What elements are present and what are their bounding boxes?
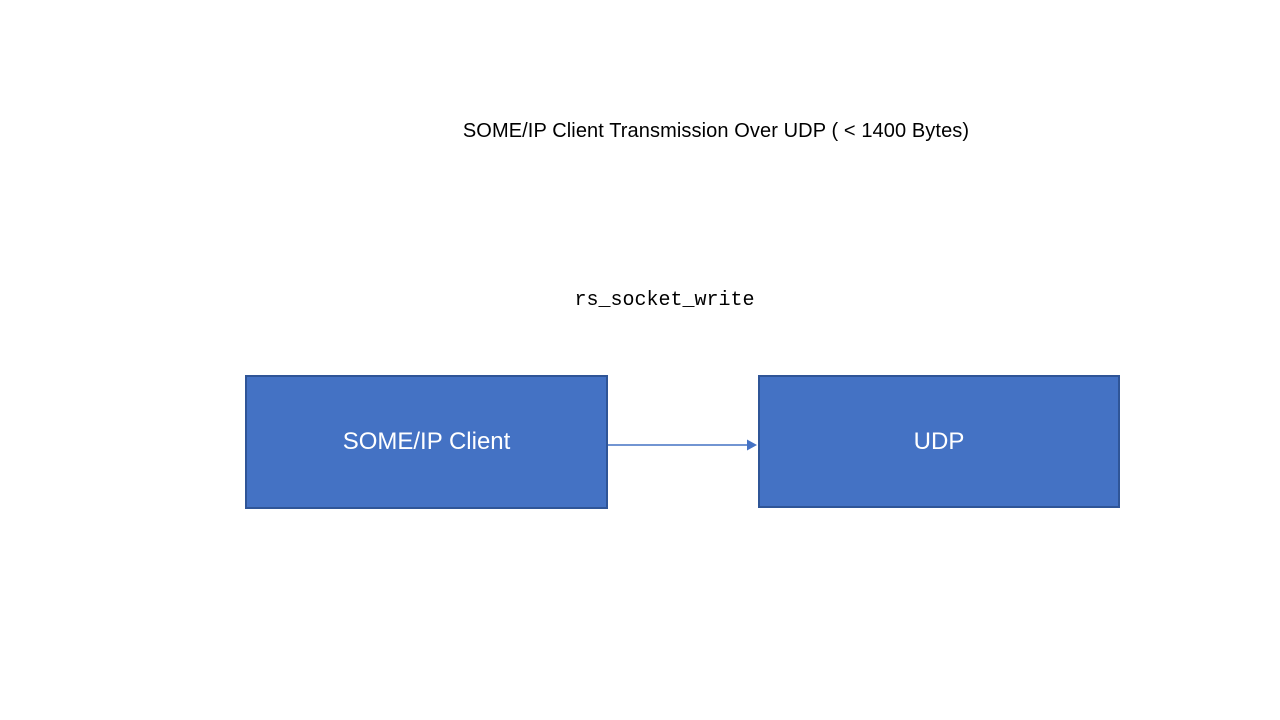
node-someip-client[interactable]: SOME/IP Client bbox=[245, 375, 608, 509]
arrowhead-right-icon bbox=[747, 439, 757, 451]
node-someip-client-label: SOME/IP Client bbox=[342, 428, 511, 455]
edge-client-to-udp[interactable] bbox=[600, 425, 770, 465]
edge-label-rs-socket-write: rs_socket_write bbox=[574, 289, 755, 312]
page-title: SOME/IP Client Transmission Over UDP ( <… bbox=[462, 120, 970, 142]
node-udp-label: UDP bbox=[913, 427, 965, 455]
node-udp[interactable]: UDP bbox=[758, 375, 1120, 508]
